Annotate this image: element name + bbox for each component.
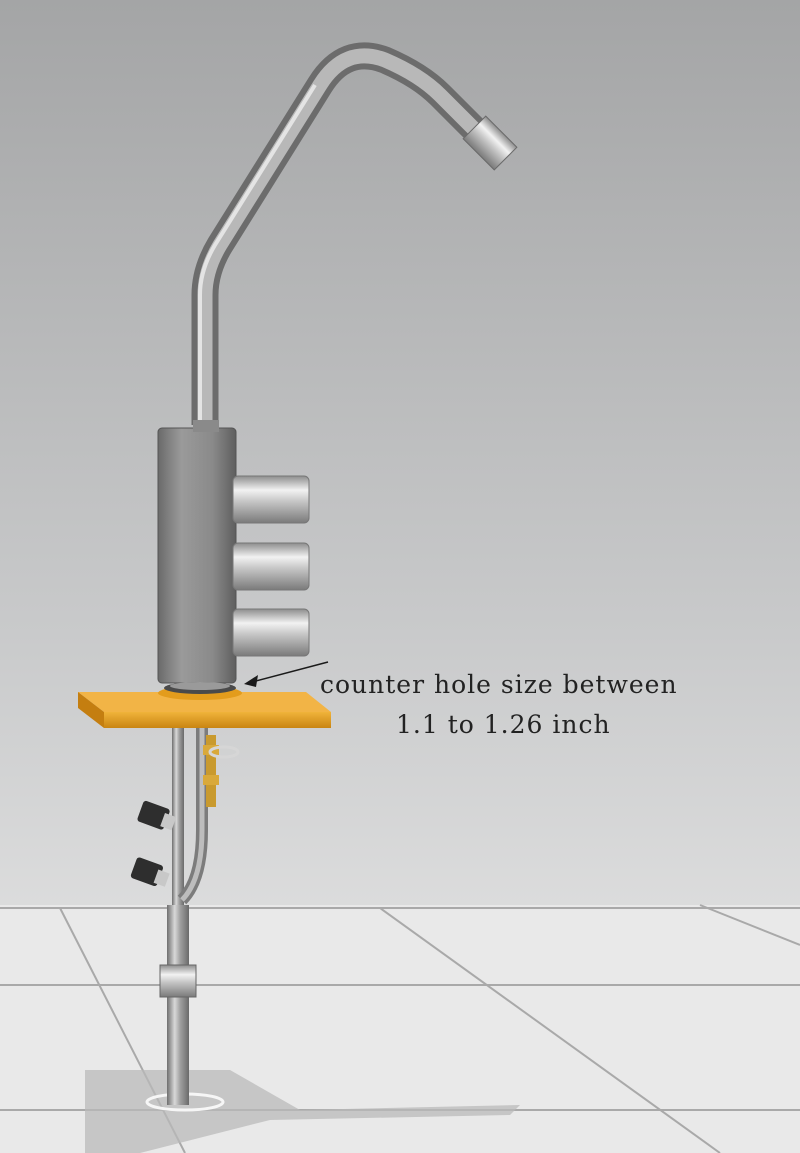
annotation-line-1: counter hole size between (320, 670, 678, 699)
supply-pipe (159, 905, 197, 1105)
faucet-body (157, 427, 237, 684)
floor-shadow (85, 1070, 520, 1153)
callout-arrow (244, 661, 329, 687)
under-counter-hardware (130, 728, 240, 908)
spout-tip (462, 115, 518, 171)
side-cartridges (232, 475, 310, 657)
annotation-line-2: 1.1 to 1.26 inch (396, 710, 611, 739)
